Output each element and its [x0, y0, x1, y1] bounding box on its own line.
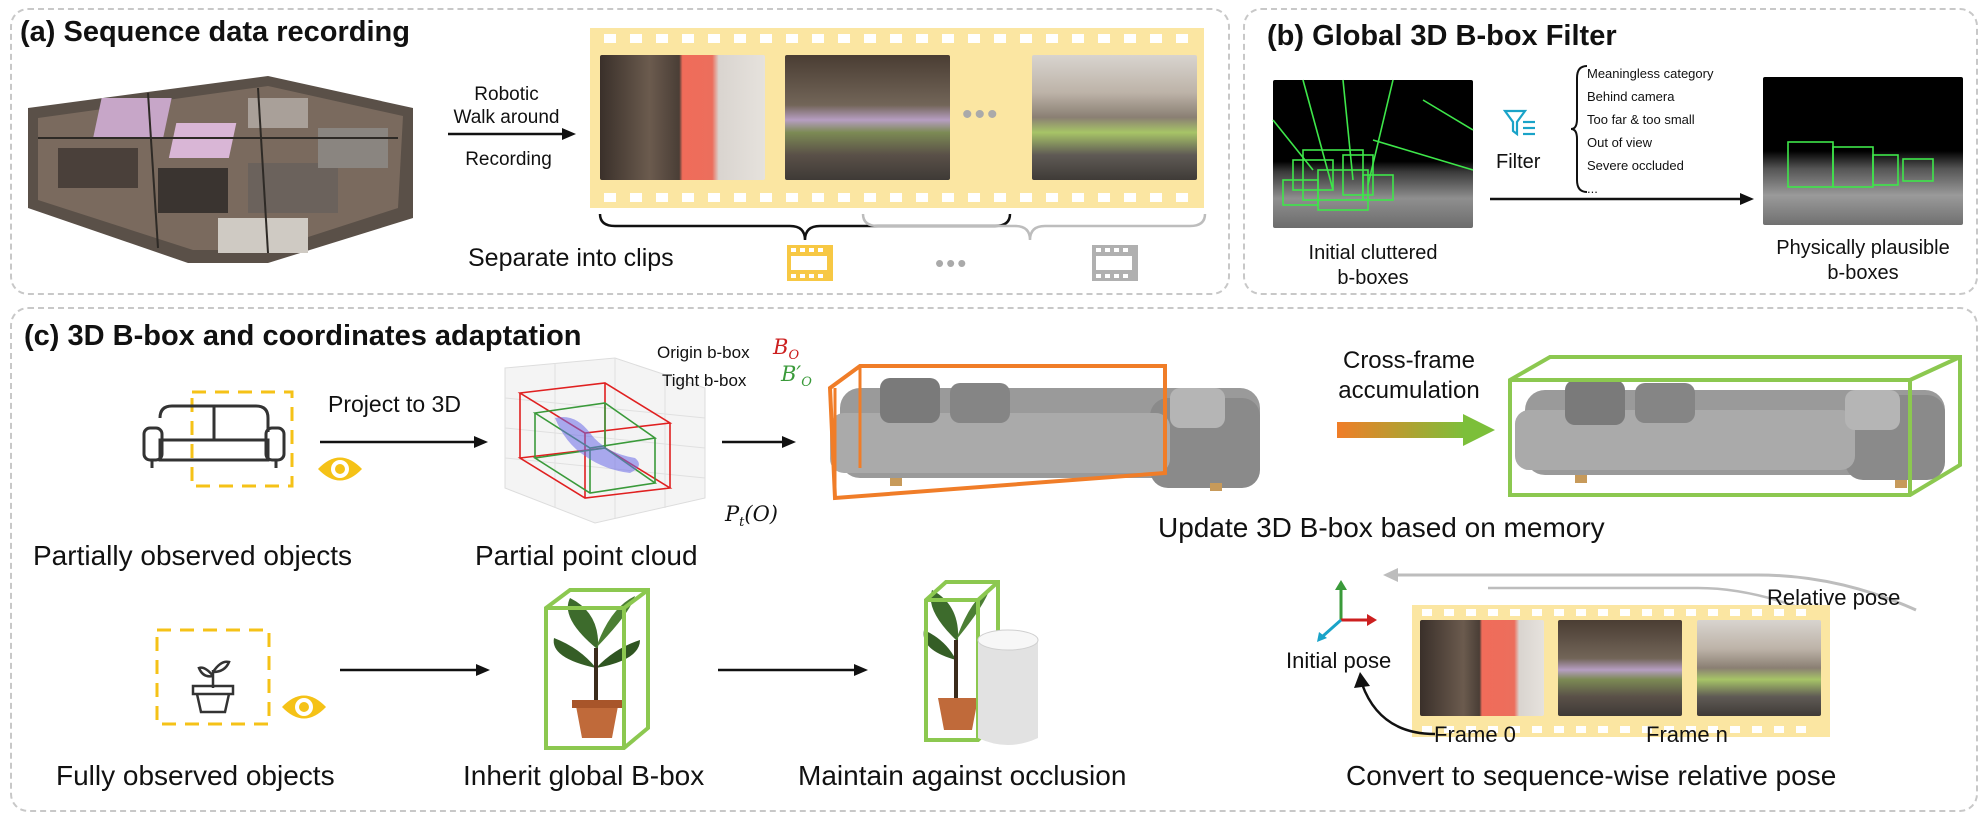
- cross-frame-label: Cross-frame accumulation: [1338, 347, 1480, 404]
- axis-icon: [1317, 580, 1377, 642]
- eye-icon-2: [282, 695, 326, 719]
- panel-bbox-adaptation: [10, 307, 1978, 812]
- panel-c-title: (c) 3D B-box and coordinates adaptation: [24, 320, 582, 352]
- sofa-icon: [142, 390, 294, 488]
- filter-label: Filter: [1496, 151, 1541, 173]
- maintain-label: Maintain against occlusion: [798, 760, 1127, 791]
- panel-a-title: (a) Sequence data recording: [20, 16, 410, 48]
- plant-green-bbox: [544, 588, 650, 750]
- pose-frame-0: [1420, 620, 1544, 716]
- pose-frame-n: [1697, 620, 1821, 716]
- partial-cloud-label: Partial point cloud: [475, 540, 698, 571]
- panel-sequence-recording: [10, 8, 1230, 295]
- filter-brace: [1570, 65, 1588, 193]
- sofa-green-bbox: [1508, 355, 1962, 497]
- separate-clips-label: Separate into clips: [468, 244, 674, 272]
- point-cloud-symbol: Pt(O): [725, 502, 778, 531]
- project-3d-label: Project to 3D: [328, 391, 461, 417]
- plausible-bbox-lines: [1787, 141, 1934, 188]
- film-frame-1: [600, 55, 765, 180]
- filter-item-2: Behind camera: [1587, 89, 1675, 104]
- origin-bbox-symbol: BO: [773, 335, 800, 364]
- filter-arrow: [1490, 193, 1754, 205]
- filter-item-5: Severe occluded: [1587, 158, 1684, 173]
- framen-label: Frame n: [1646, 722, 1728, 747]
- recording-label: Recording: [465, 149, 552, 170]
- fully-observed-label: Fully observed objects: [56, 760, 335, 791]
- partially-observed-label: Partially observed objects: [33, 540, 353, 571]
- clip-braces: [598, 213, 1207, 241]
- film-frame-2: [785, 55, 950, 180]
- inherit-bbox-label: Inherit global B-box: [463, 760, 705, 791]
- project-arrow: [320, 436, 488, 448]
- update-bbox-label: Update 3D B-box based on memory: [1158, 512, 1605, 543]
- plant-occluded-bbox: [923, 580, 1039, 745]
- cluttered-caption: Initial cluttered b-boxes: [1308, 242, 1438, 289]
- gradient-arrow: [1337, 414, 1495, 446]
- plausible-bbox-image: [1763, 77, 1963, 225]
- cloud-to-sofa-arrow: [722, 436, 796, 448]
- point-cloud-plot: [504, 357, 706, 524]
- frame0-curve-arrow: [1354, 672, 1436, 736]
- sofa-orange-bbox: [827, 364, 1260, 501]
- clip-gray-icon: [1092, 245, 1138, 281]
- filter-item-3: Too far & too small: [1587, 112, 1695, 127]
- clip-ellipsis: •••: [935, 248, 969, 278]
- pose-frame-mid: [1558, 620, 1682, 716]
- film-ellipsis: •••: [962, 98, 1000, 131]
- convert-pose-label: Convert to sequence-wise relative pose: [1346, 760, 1837, 791]
- plausible-caption: Physically plausible b-boxes: [1776, 237, 1950, 284]
- tight-bbox-symbol: B′O: [781, 362, 812, 391]
- filter-item-1: Meaningless category: [1587, 66, 1714, 81]
- initial-pose-label: Initial pose: [1286, 648, 1392, 673]
- recording-arrow: [448, 128, 576, 140]
- clip-yellow-icon: [787, 245, 833, 281]
- plant-icon: [155, 628, 271, 726]
- panel-bbox-filter: [1243, 8, 1978, 295]
- filter-item-4: Out of view: [1587, 135, 1653, 150]
- inherit-arrow: [340, 664, 490, 676]
- cluttered-bbox-image: [1273, 80, 1473, 228]
- film-holes: [604, 34, 1188, 202]
- panel-b-title: (b) Global 3D B-box Filter: [1267, 20, 1617, 52]
- film-frame-3: [1032, 55, 1197, 180]
- eye-icon: [318, 457, 362, 481]
- origin-bbox-label: Origin b-box: [657, 343, 750, 362]
- filter-item-6: ...: [1587, 181, 1598, 196]
- pt-symbol-letter: P: [725, 502, 740, 526]
- maintain-arrow: [718, 664, 868, 676]
- frame0-label: Frame 0: [1434, 722, 1516, 747]
- house-scan-image: [28, 76, 413, 263]
- robotic-walk-label: Robotic Walk around: [453, 84, 560, 128]
- filter-icon: [1502, 109, 1535, 137]
- tight-bbox-label: Tight b-box: [662, 371, 747, 390]
- pose-film-holes: [1422, 609, 1806, 733]
- cluttered-bbox-lines: [1272, 79, 1474, 211]
